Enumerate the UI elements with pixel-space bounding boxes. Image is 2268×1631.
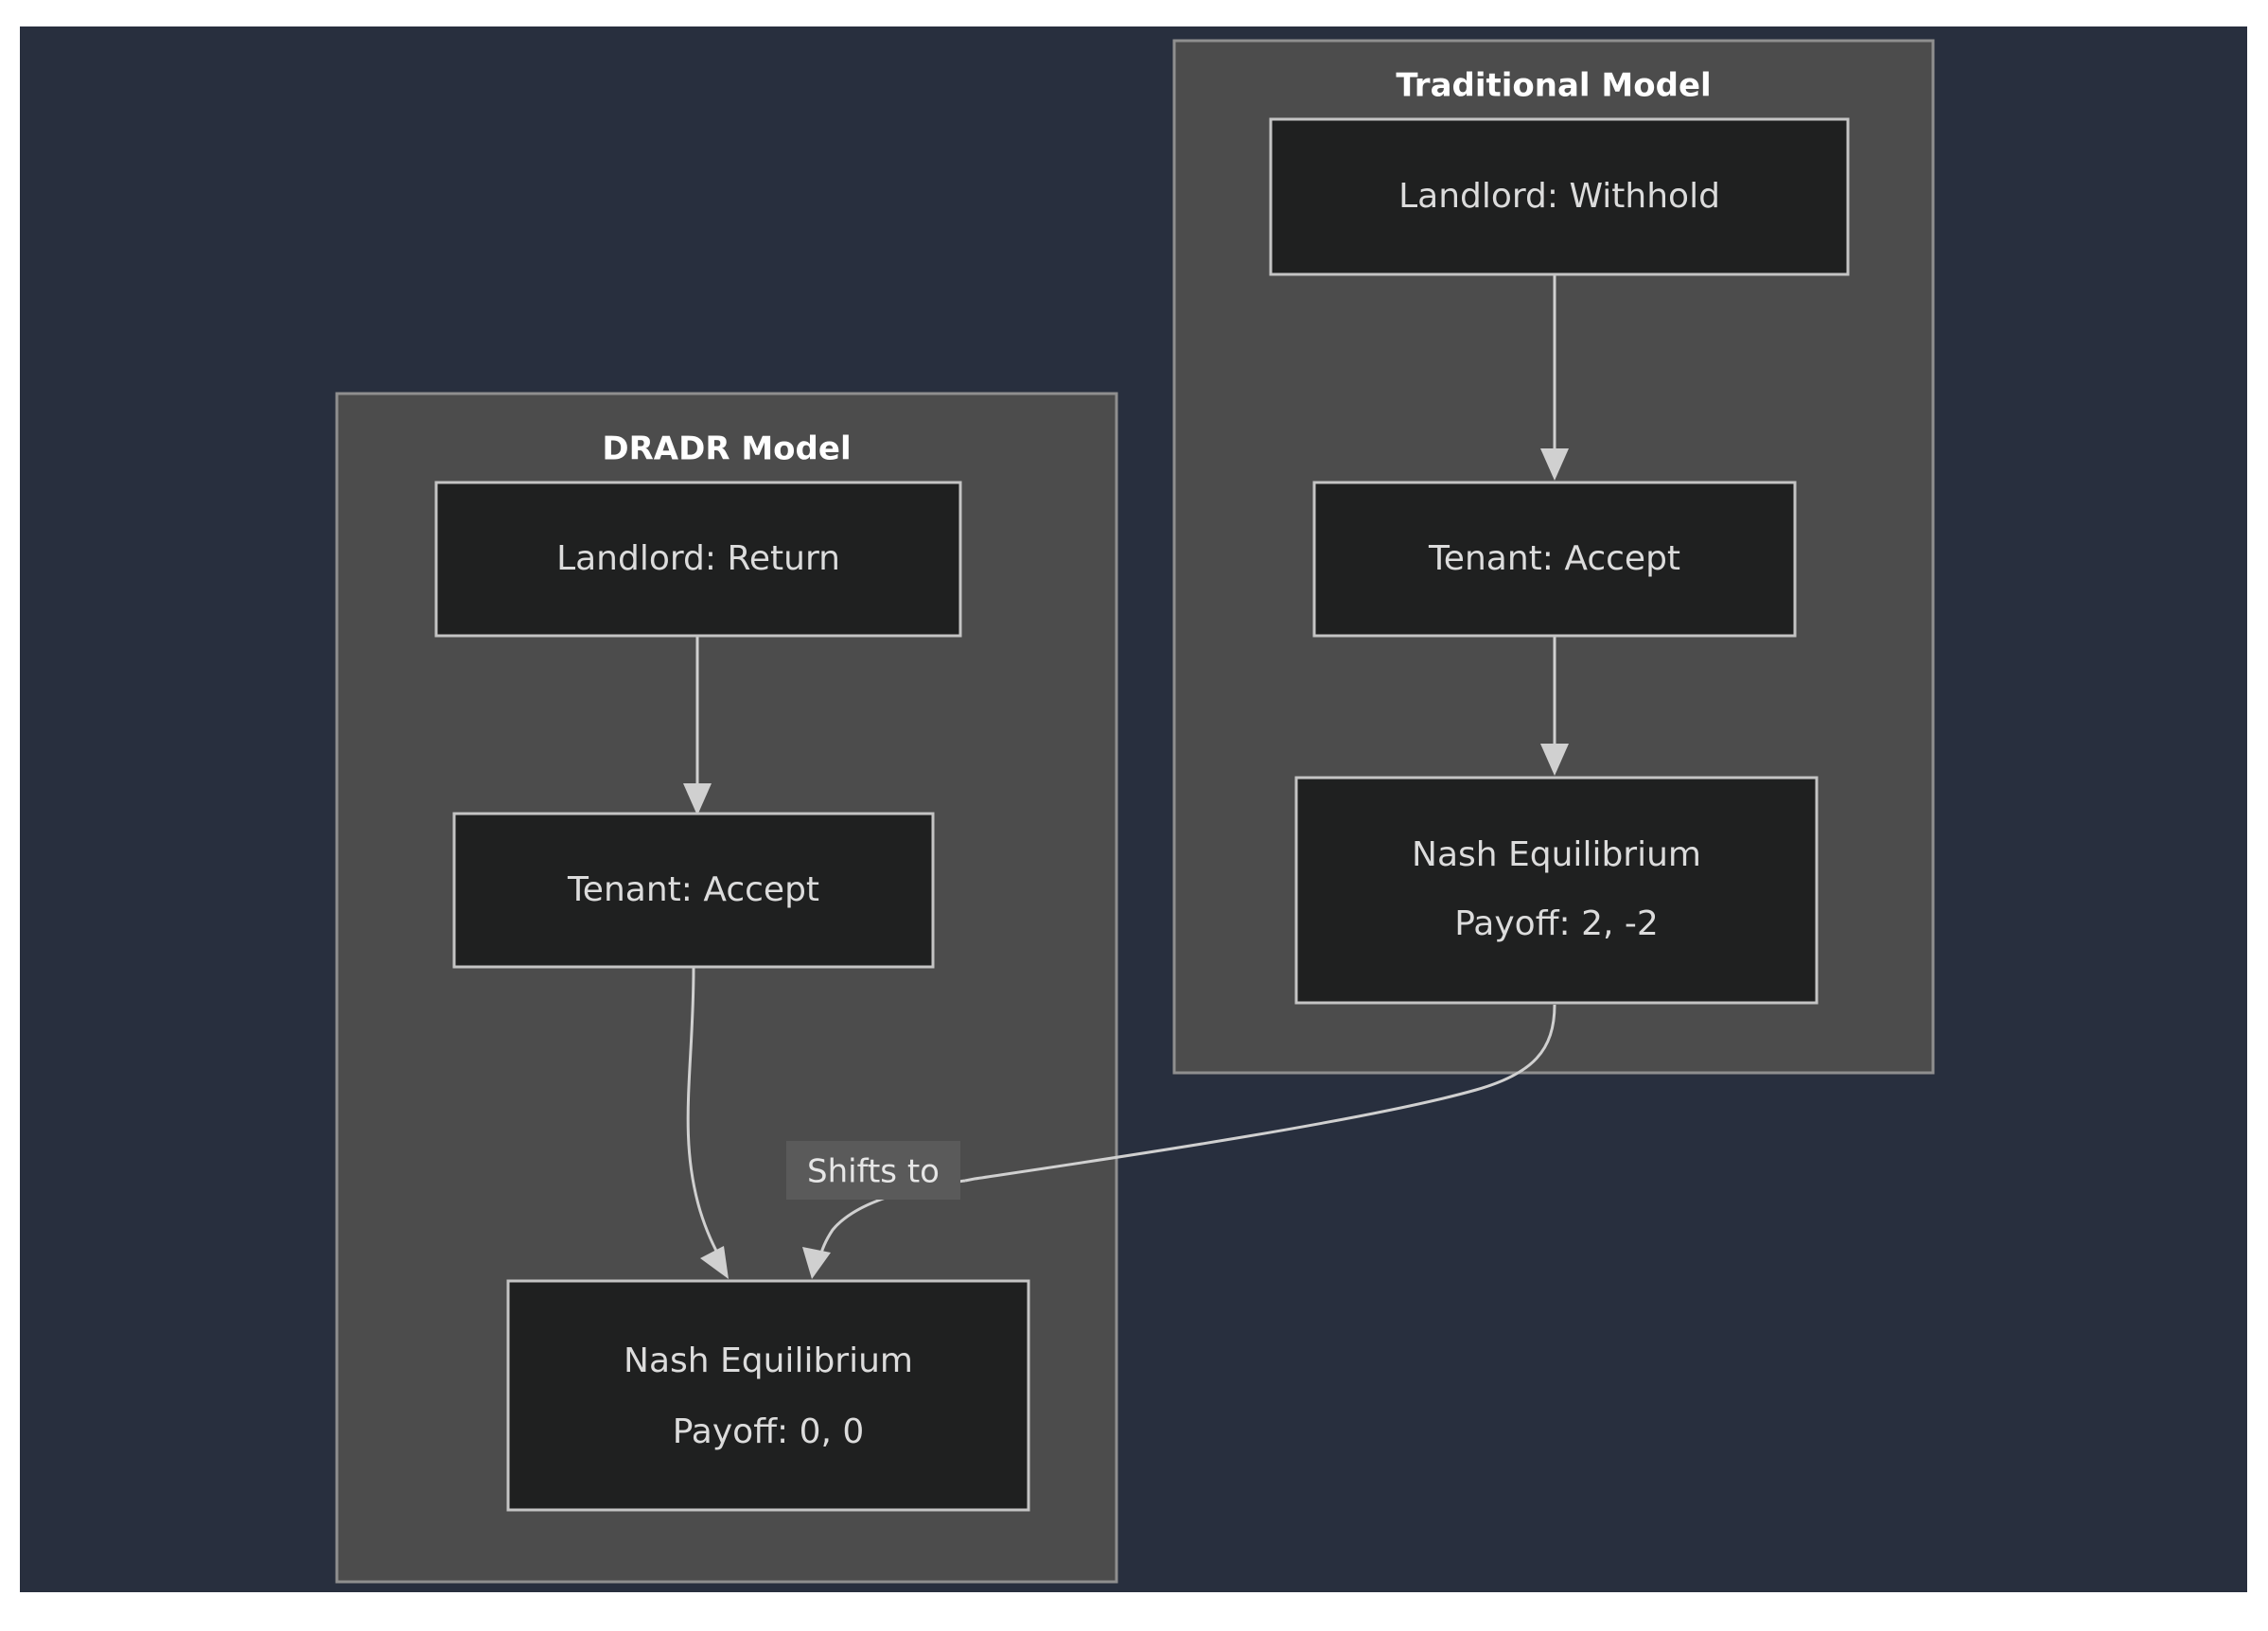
node-box[interactable]	[506, 1279, 1030, 1512]
node-box[interactable]	[1294, 776, 1819, 1005]
node-label-line1: Nash Equilibrium	[1412, 835, 1701, 874]
edge-label-background	[786, 1141, 960, 1200]
node-landlord-return[interactable]: Landlord: Return	[434, 481, 962, 638]
arrow-head-icon	[802, 1247, 831, 1279]
node-trad-nash-equilibrium[interactable]: Nash Equilibrium Payoff: 2, -2	[1294, 776, 1819, 1005]
node-label-line2: Payoff: 2, -2	[1454, 904, 1659, 943]
edge-dradr-tenant-to-nash	[686, 967, 729, 1279]
node-label: Landlord: Withhold	[1398, 177, 1720, 216]
node-trad-tenant-accept[interactable]: Tenant: Accept	[1312, 481, 1797, 638]
node-label-line1: Nash Equilibrium	[624, 1342, 913, 1380]
arrow-head-icon	[1540, 744, 1569, 776]
arrow-head-icon	[700, 1246, 729, 1279]
edge-line	[964, 1004, 1556, 1183]
node-label: Tenant: Accept	[1428, 539, 1680, 578]
node-box[interactable]	[434, 481, 962, 638]
node-label-line2: Payoff: 0, 0	[673, 1412, 865, 1451]
node-dradr-nash-equilibrium[interactable]: Nash Equilibrium Payoff: 0, 0	[506, 1279, 1030, 1512]
edge-trad-landlord-to-tenant	[1540, 275, 1569, 481]
arrow-head-icon	[1540, 448, 1569, 481]
node-box[interactable]	[1269, 117, 1850, 276]
edge-shifts-to: Shifts to	[786, 1004, 1556, 1279]
edge-dradr-landlord-to-tenant	[683, 637, 712, 816]
subgraph-dradr-title: DRADR Model	[602, 430, 851, 468]
node-landlord-withhold[interactable]: Landlord: Withhold	[1269, 117, 1850, 276]
edge-line	[686, 967, 723, 1261]
edge-label-shifts-to: Shifts to	[807, 1153, 940, 1191]
node-box[interactable]	[452, 812, 935, 969]
edge-trad-tenant-to-nash	[1540, 637, 1569, 776]
node-label: Landlord: Return	[556, 539, 840, 578]
arrow-head-icon	[683, 783, 712, 816]
subgraph-traditional-title: Traditional Model	[1396, 67, 1711, 105]
node-box[interactable]	[1312, 481, 1797, 638]
node-dradr-tenant-accept[interactable]: Tenant: Accept	[452, 812, 935, 969]
node-label: Tenant: Accept	[567, 870, 819, 909]
